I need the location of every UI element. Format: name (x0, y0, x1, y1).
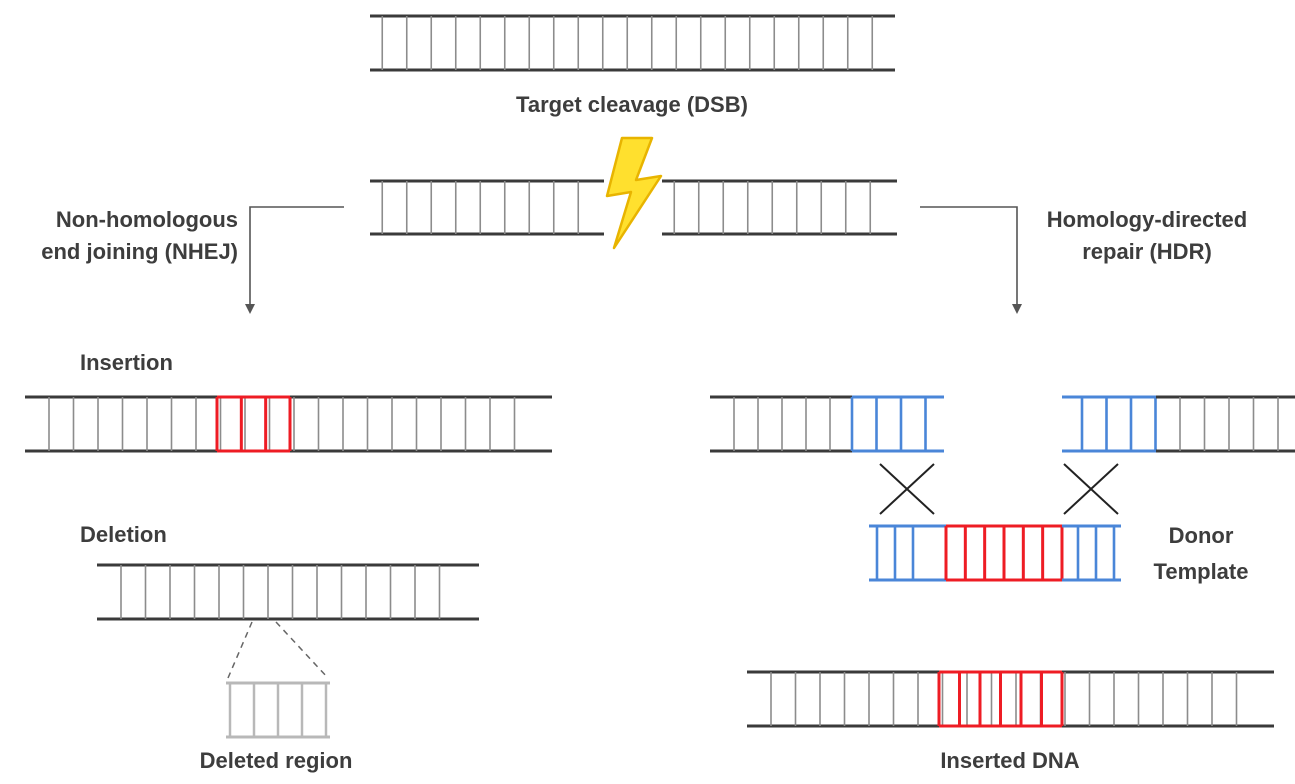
dashed-guide-left (227, 621, 253, 679)
dashed-guide-right (275, 621, 329, 679)
cleaved-dna-left-fragment (370, 179, 604, 236)
crossover-marks (879, 463, 1119, 515)
nhej-label-line1: Non-homologous (55, 207, 238, 232)
donor-template-duplex (869, 524, 1121, 582)
hdr-right-end (1062, 395, 1295, 453)
deletion-label: Deletion (80, 522, 167, 547)
hdr-arrowhead (1012, 304, 1022, 314)
cross-right-b (1063, 463, 1119, 515)
donor-label-line2: Template (1153, 559, 1249, 584)
nhej-arrow-line (249, 206, 344, 305)
pathway-arrows (245, 206, 1022, 314)
inserted-dna-label: Inserted DNA (940, 748, 1080, 773)
nhej-arrowhead (245, 304, 255, 314)
cross-left-b (879, 463, 935, 515)
intact-dna-duplex (370, 14, 895, 72)
lightning-bolt-icon (605, 136, 663, 250)
target-cleavage-label: Target cleavage (DSB) (516, 92, 748, 117)
inserted-dna-duplex (747, 670, 1274, 728)
nhej-label-line2: end joining (NHEJ) (41, 239, 238, 264)
deleted-region-label: Deleted region (199, 748, 353, 773)
cleaved-dna-right-fragment (662, 179, 897, 236)
insertion-dna-duplex (25, 395, 552, 453)
deletion-dna-duplex (97, 563, 479, 621)
deleted-region-fragment (226, 621, 330, 739)
donor-label-line1: Donor (1168, 523, 1234, 548)
hdr-label-line1: Homology-directed (1046, 207, 1248, 232)
hdr-label-line2: repair (HDR) (1082, 239, 1212, 264)
lightning-bolt-shape (605, 136, 663, 250)
insertion-label: Insertion (80, 350, 173, 375)
hdr-arrow-line (920, 206, 1018, 305)
hdr-left-end (710, 395, 944, 453)
